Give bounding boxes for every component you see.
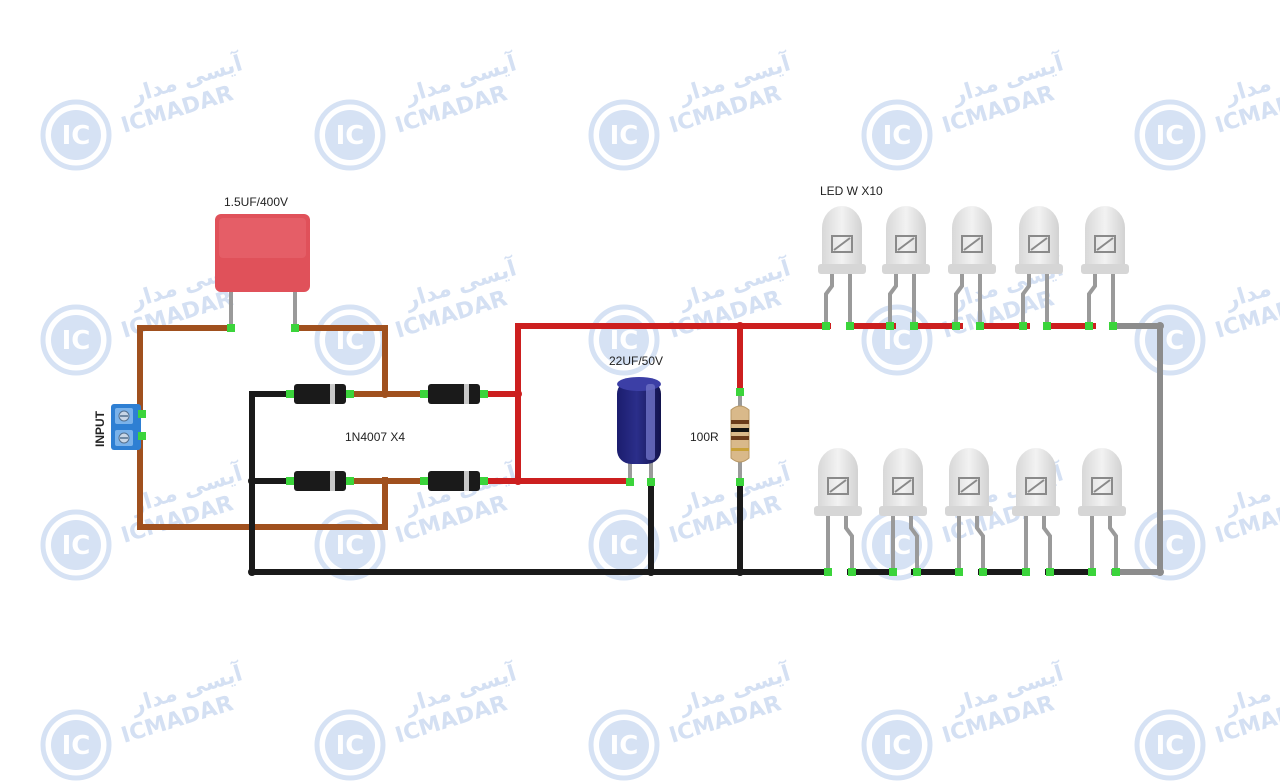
led — [814, 448, 862, 576]
led-row-bottom — [814, 448, 1126, 576]
led — [945, 448, 993, 576]
watermark-logo-icon — [591, 512, 657, 578]
watermark-logo-icon — [1137, 712, 1203, 778]
led-label: LED W X10 — [820, 184, 883, 198]
led — [948, 206, 996, 330]
electrolytic-label: 22UF/50V — [609, 354, 663, 368]
led — [1081, 206, 1129, 330]
watermark-logo-icon — [43, 307, 109, 373]
electrolytic-capacitor — [617, 377, 661, 486]
watermark-logo-icon — [1137, 102, 1203, 168]
led-row-top — [818, 206, 1129, 330]
junctions — [248, 322, 1164, 576]
watermark-logo-icon — [864, 712, 930, 778]
diode — [420, 384, 488, 404]
resistor-label: 100R — [690, 430, 719, 444]
led — [1015, 206, 1063, 330]
watermark-logo-icon — [591, 102, 657, 168]
led — [879, 448, 927, 576]
watermark-logo-icon — [1137, 307, 1203, 373]
led — [818, 206, 866, 330]
ac-wire-left-bottom — [137, 434, 388, 530]
ac-wire-left — [137, 325, 233, 418]
diode — [420, 471, 488, 491]
diode-label: 1N4007 X4 — [345, 430, 405, 444]
watermark-logo-icon — [43, 102, 109, 168]
led — [1078, 448, 1126, 576]
watermark-logo-icon — [43, 712, 109, 778]
input-label: INPUT — [93, 410, 107, 447]
led — [882, 206, 930, 330]
film-capacitor — [215, 214, 310, 332]
watermark-logo-icon — [1137, 512, 1203, 578]
led — [1012, 448, 1060, 576]
watermark-logo-icon — [864, 102, 930, 168]
resistor — [730, 388, 750, 486]
capacitor-label: 1.5UF/400V — [224, 195, 288, 209]
diode-bridge — [286, 384, 488, 491]
watermark-logo-icon — [317, 512, 383, 578]
watermark-logo-icon — [43, 512, 109, 578]
ac-wire-right — [292, 325, 388, 397]
diode — [286, 471, 354, 491]
diode — [286, 384, 354, 404]
watermark-logo-icon — [864, 307, 930, 373]
watermark-logo-icon — [591, 712, 657, 778]
watermark-logo-icon — [317, 712, 383, 778]
return-wire — [1111, 323, 1163, 575]
input-terminal-block — [111, 404, 146, 450]
watermark-logo-icon — [317, 102, 383, 168]
watermark-logo-icon — [317, 307, 383, 373]
